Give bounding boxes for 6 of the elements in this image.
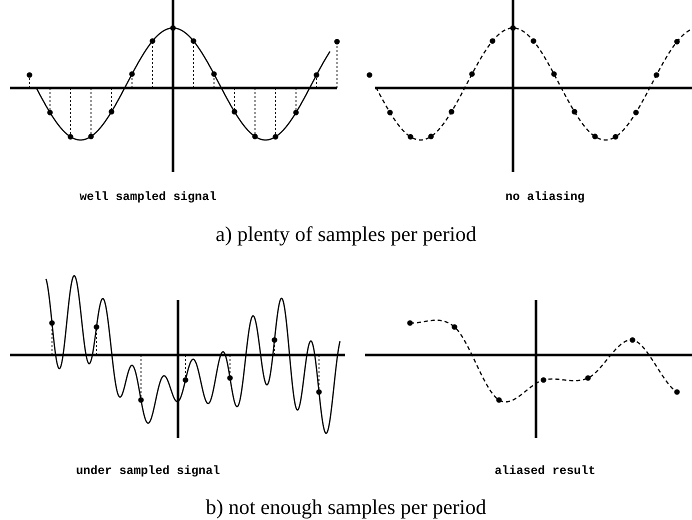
plot-caption: under sampled signal — [76, 464, 220, 478]
plot-caption: aliased result — [494, 464, 596, 478]
plot-caption: no aliasing — [505, 190, 585, 204]
plot-caption: well sampled signal — [80, 190, 216, 204]
panel-caption: b) not enough samples per period — [206, 495, 486, 520]
panel-caption: a) plenty of samples per period — [216, 222, 476, 247]
